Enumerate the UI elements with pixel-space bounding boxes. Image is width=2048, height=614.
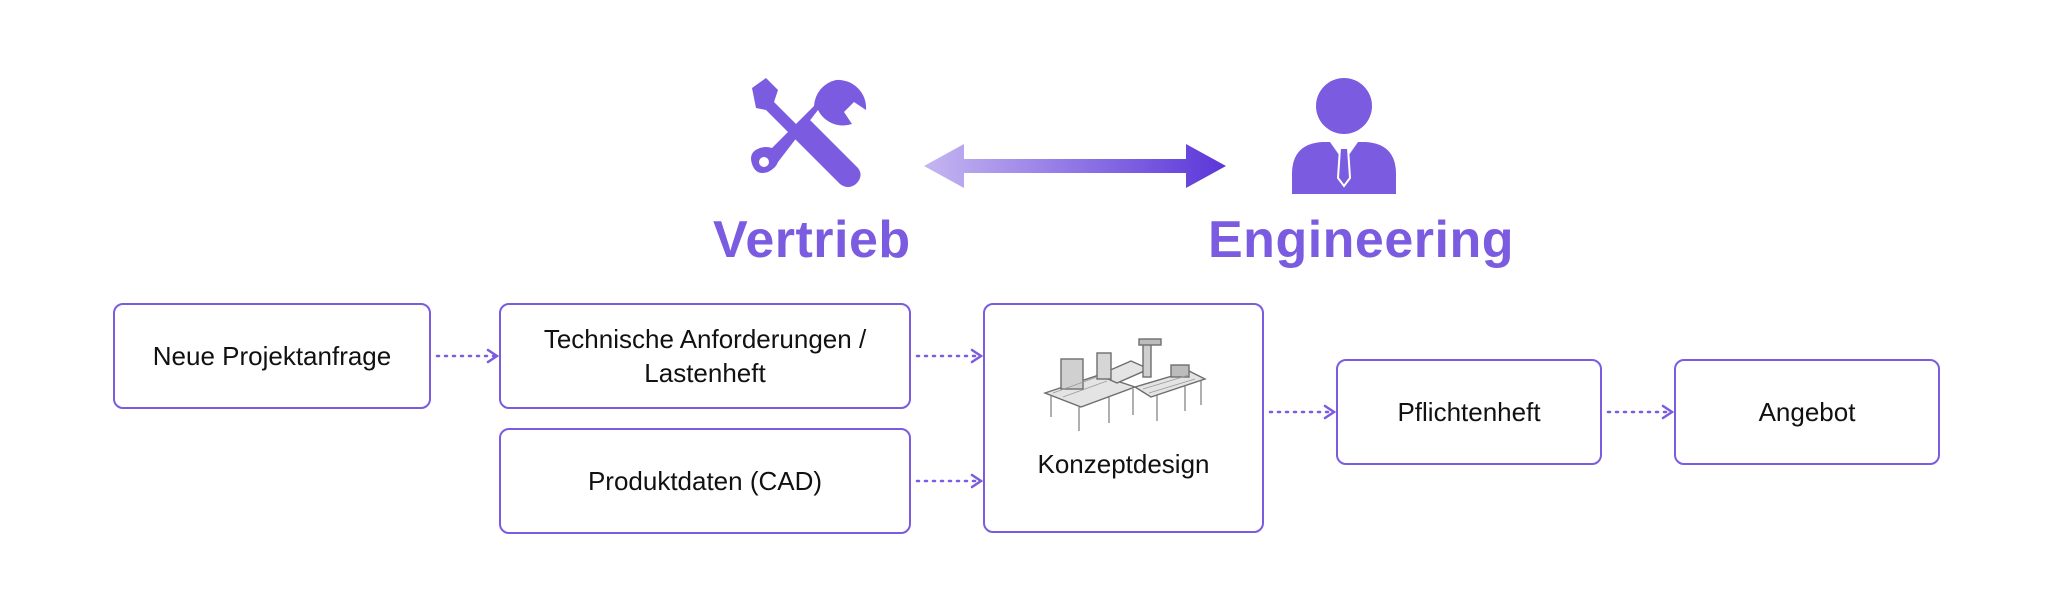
role-heading-engineering: Engineering xyxy=(1208,211,1514,269)
step-label: Konzeptdesign xyxy=(1037,449,1210,479)
step-label: Technische Anforderungen / Lastenheft xyxy=(543,323,867,388)
machine-layout-icon xyxy=(1042,338,1207,431)
step-angebot: Angebot xyxy=(1674,359,1940,465)
step-label: Produktdaten (CAD) xyxy=(587,465,823,496)
step-label: Angebot xyxy=(1758,396,1856,427)
step-neue-projektanfrage: Neue Projektanfrage xyxy=(113,303,431,409)
connector-techn-to-konzept xyxy=(915,348,984,364)
step-technische-anforderungen: Technische Anforderungen / Lastenheft xyxy=(499,303,911,409)
tools-icon xyxy=(751,78,867,187)
step-pflichtenheft: Pflichtenheft xyxy=(1336,359,1602,465)
role-heading-vertrieb: Vertrieb xyxy=(713,211,911,269)
person-icon xyxy=(1292,78,1396,194)
step-label: Pflichtenheft xyxy=(1397,396,1541,427)
step-produktdaten-cad: Produktdaten (CAD) xyxy=(499,428,911,534)
double-arrow-icon xyxy=(924,144,1226,188)
step-label: Neue Projektanfrage xyxy=(152,340,392,371)
connector-cad-to-konzept xyxy=(915,473,984,489)
step-konzeptdesign: Konzeptdesign xyxy=(983,303,1264,533)
connector-anfrage-to-techn xyxy=(435,348,500,364)
connector-pflicht-to-angebot xyxy=(1606,404,1675,420)
connector-konzept-to-pflicht xyxy=(1268,404,1337,420)
